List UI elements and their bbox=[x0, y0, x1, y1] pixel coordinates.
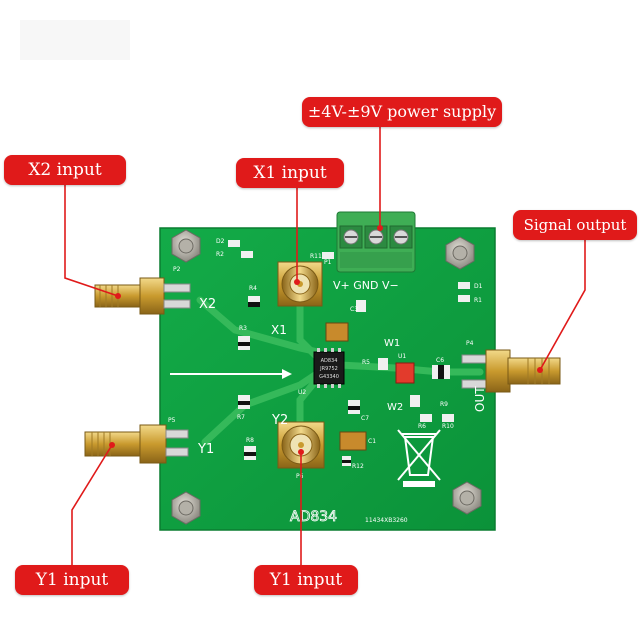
label-r11: R11 bbox=[310, 253, 322, 260]
label-u1: U1 bbox=[398, 353, 406, 360]
label-c1: C1 bbox=[368, 438, 376, 445]
label-w1: W1 bbox=[384, 338, 400, 349]
label-r2: R2 bbox=[216, 251, 224, 258]
label-r5: R5 bbox=[362, 359, 370, 366]
label-p1: P1 bbox=[324, 259, 332, 266]
label-r6: R6 bbox=[418, 423, 426, 430]
label-p5: P5 bbox=[168, 417, 176, 424]
label-u2: U2 bbox=[298, 389, 306, 396]
chip-marking-line-2: JR9752 bbox=[319, 366, 338, 372]
mounting-nut-top-left bbox=[171, 229, 201, 263]
mounting-nut-bottom-left bbox=[171, 491, 201, 525]
label-r1: R1 bbox=[474, 297, 482, 304]
label-d1: D1 bbox=[474, 283, 483, 290]
weee-bin-symbol bbox=[397, 429, 441, 487]
label-r10: R10 bbox=[442, 423, 454, 430]
signal-arrow-head bbox=[282, 369, 292, 379]
trim-potentiometer bbox=[395, 362, 415, 384]
label-r12: R12 bbox=[352, 463, 364, 470]
silkscreen-labels: X2 X1 Y1 Y2 V+ GND V− OUT W1 W2 P2 P1 P4… bbox=[168, 238, 487, 525]
mounting-nut-bottom-right bbox=[452, 481, 482, 515]
smd-components bbox=[228, 240, 470, 466]
callout-leader-dots bbox=[109, 225, 543, 455]
chip-marking-line-3: G43340 bbox=[319, 374, 339, 380]
label-out: OUT bbox=[473, 386, 487, 412]
label-d2: D2 bbox=[216, 238, 225, 245]
callout-y1-input-center: Y1 input bbox=[254, 565, 358, 595]
sma-connector-x2 bbox=[94, 277, 191, 315]
callout-signal-output: Signal output bbox=[513, 210, 637, 240]
mounting-nut-top-right bbox=[445, 236, 475, 270]
watermark bbox=[20, 20, 130, 60]
label-c7: C7 bbox=[361, 415, 369, 422]
label-x2: X2 bbox=[199, 297, 216, 312]
label-serial: 11434XB3260 bbox=[365, 517, 408, 524]
label-p2: P2 bbox=[173, 266, 181, 273]
label-r4: R4 bbox=[249, 285, 257, 292]
ic-chip-ad834: AD834 JR9752 G43340 bbox=[313, 348, 345, 388]
label-p6: P6 bbox=[296, 473, 304, 480]
callout-x1-input: X1 input bbox=[236, 158, 344, 188]
label-y1: Y1 bbox=[197, 442, 214, 457]
label-r3: R3 bbox=[239, 325, 247, 332]
chip-marking-line-1: AD834 bbox=[321, 358, 338, 364]
label-c6: C6 bbox=[436, 357, 444, 364]
pcb-traces bbox=[196, 296, 484, 446]
callout-x2-input: X2 input bbox=[4, 155, 126, 185]
label-power-pins: V+ GND V− bbox=[333, 279, 399, 292]
label-r7: R7 bbox=[237, 414, 245, 421]
label-p4: P4 bbox=[466, 340, 474, 347]
label-w2: W2 bbox=[387, 402, 403, 413]
sma-connector-x1 bbox=[277, 261, 323, 307]
callout-leader-lines bbox=[64, 127, 586, 566]
label-y2: Y2 bbox=[271, 413, 288, 428]
sma-connector-y1-left bbox=[84, 424, 189, 464]
label-r8: R8 bbox=[246, 437, 254, 444]
callout-y1-input-left: Y1 input bbox=[15, 565, 129, 595]
label-r9: R9 bbox=[440, 401, 448, 408]
callout-power-supply: ±4V-±9V power supply bbox=[302, 97, 502, 127]
label-x1: X1 bbox=[271, 323, 287, 337]
label-c3: C3 bbox=[350, 306, 358, 313]
power-terminal-block bbox=[336, 211, 416, 273]
label-board-name: AD834 bbox=[290, 509, 337, 525]
